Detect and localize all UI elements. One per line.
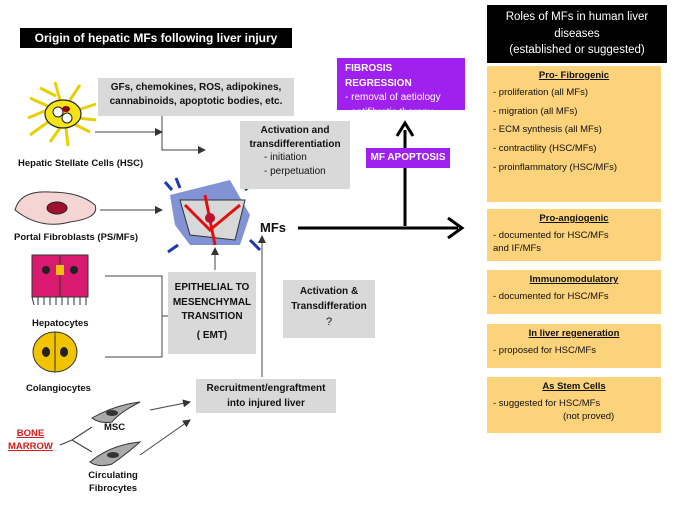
- mfs-label: MFs: [260, 220, 286, 235]
- bone-marrow-line1: BONE: [16, 428, 45, 439]
- msc-cell-icon: [91, 401, 141, 423]
- signals-box: GFs, chemokines, ROS, adipokines, cannab…: [98, 78, 294, 116]
- mfs-cluster-icon: [163, 177, 262, 254]
- portal-fibroblast-icon: [14, 191, 97, 225]
- mf-apoptosis-box: MF APOPTOSIS: [366, 148, 450, 168]
- activation-line2: transdifferentiation: [249, 138, 341, 150]
- immunomodulatory-box: Immunomodulatory - documented for HSC/MF…: [487, 270, 661, 314]
- epithelial-bracket: [105, 275, 163, 358]
- profibrogenic-item: - migration (all MFs): [493, 105, 578, 117]
- emt-line4: ( EMT): [196, 329, 228, 341]
- profibrogenic-item: - proliferation (all MFs): [493, 86, 589, 98]
- emt-line1: EPITHELIAL TO: [174, 282, 250, 293]
- roles-header: Roles of MFs in human liver diseases (es…: [487, 5, 667, 63]
- hepatocytes-icon: [31, 254, 89, 306]
- emt-box: EPITHELIAL TO MESENCHYMAL TRANSITION ( E…: [168, 272, 256, 354]
- stemcells-box: As Stem Cells - suggested for HSC/MFs (n…: [487, 377, 661, 433]
- transdiff-line2: Transdifferation: [291, 301, 367, 312]
- fibrosis-regression-box: FIBROSIS REGRESSION - removal of aetiolo…: [337, 58, 465, 118]
- msc-arrow: [149, 399, 191, 411]
- fibrocytes-line1: Circulating: [88, 470, 138, 481]
- proangiogenic-line1: - documented for HSC/MFs: [493, 229, 609, 241]
- profibrogenic-box: Pro- Fibrogenic - proliferation (all MFs…: [487, 66, 661, 202]
- immunomodulatory-line1: - documented for HSC/MFs: [493, 290, 609, 302]
- profibrogenic-item: - contractility (HSC/MFs): [493, 143, 597, 155]
- signals-arrow: [161, 110, 206, 154]
- fibrosis-regression-item1: - removal of aetiology: [345, 92, 441, 103]
- recruitment-box: Recruitment/engraftment into injured liv…: [196, 379, 336, 413]
- activation-box: Activation and transdifferentiation - in…: [240, 121, 350, 189]
- recruitment-line2: into injured liver: [227, 397, 305, 409]
- colangiocytes-icon: [32, 331, 78, 373]
- activation-item2: - perpetuation: [264, 165, 326, 177]
- regeneration-title: In liver regeneration: [528, 328, 620, 339]
- proangiogenic-line2: and IF/MFs: [493, 242, 542, 254]
- emt-line2: MESENCHYMAL: [172, 296, 252, 308]
- fibrocytes-label: Circulating Fibrocytes: [84, 470, 142, 496]
- stemcells-line1: - suggested for HSC/MFs: [493, 397, 601, 409]
- roles-header-line2: diseases: [554, 27, 600, 40]
- fibrosis-regression-item2: - antifibrotic therapy: [345, 106, 433, 118]
- activation-item1: - initiation: [264, 152, 307, 163]
- profibrogenic-item: - ECM synthesis (all MFs): [493, 124, 602, 136]
- roles-arrowhead: [447, 216, 465, 240]
- immunomodulatory-title: Immunomodulatory: [529, 274, 619, 285]
- fibrocytes-line2: Fibrocytes: [88, 482, 138, 494]
- profibrogenic-list: - proliferation (all MFs) - migration (a…: [493, 87, 655, 175]
- transdiff-box: Activation & Transdifferation ?: [283, 280, 375, 338]
- regeneration-box: In liver regeneration - proposed for HSC…: [487, 324, 661, 368]
- emt-line3: TRANSITION: [181, 311, 243, 322]
- stemcells-line2: (not proved): [563, 410, 615, 422]
- roles-header-line1: Roles of MFs in human liver: [505, 11, 649, 23]
- roles-header-line3: (established or suggested): [509, 44, 645, 57]
- proangiogenic-title: Pro-angiogenic: [539, 213, 609, 224]
- hepatocytes-label: Hepatocytes: [32, 318, 89, 329]
- fibrosis-regression-title: FIBROSIS REGRESSION: [345, 63, 412, 89]
- portal-label: Portal Fibroblasts (PS/MFs): [14, 232, 139, 243]
- activation-line1: Activation and: [260, 125, 330, 136]
- regeneration-line1: - proposed for HSC/MFs: [493, 344, 596, 356]
- bone-marrow-fork: [59, 426, 93, 453]
- profibrogenic-title: Pro- Fibrogenic: [538, 70, 610, 81]
- proangiogenic-box: Pro-angiogenic - documented for HSC/MFs …: [487, 209, 661, 261]
- diagram-title: Origin of hepatic MFs following liver in…: [20, 28, 292, 48]
- recruitment-line1: Recruitment/engraftment: [206, 383, 326, 394]
- transdiff-line1: Activation &: [299, 286, 359, 297]
- bone-marrow-label: BONE MARROW: [8, 428, 53, 454]
- transdiff-line3: ?: [325, 316, 333, 328]
- profibrogenic-item: - proinflammatory (HSC/MFs): [493, 162, 618, 174]
- signals-line1: GFs, chemokines, ROS, adipokines,: [110, 82, 282, 93]
- bone-marrow-line2: MARROW: [8, 440, 53, 452]
- signals-line2: cannabinoids, apoptotic bodies, etc.: [109, 96, 283, 107]
- colangiocytes-label: Colangiocytes: [26, 383, 91, 394]
- msc-label: MSC: [104, 422, 126, 433]
- fibrocyte-arrow: [139, 419, 191, 456]
- hsc-label: Hepatic Stellate Cells (HSC): [18, 158, 144, 169]
- regression-arrowhead: [395, 120, 415, 137]
- fibrocyte-icon: [89, 441, 142, 467]
- stemcells-title: As Stem Cells: [542, 381, 606, 392]
- hsc-cell-icon: [27, 81, 97, 147]
